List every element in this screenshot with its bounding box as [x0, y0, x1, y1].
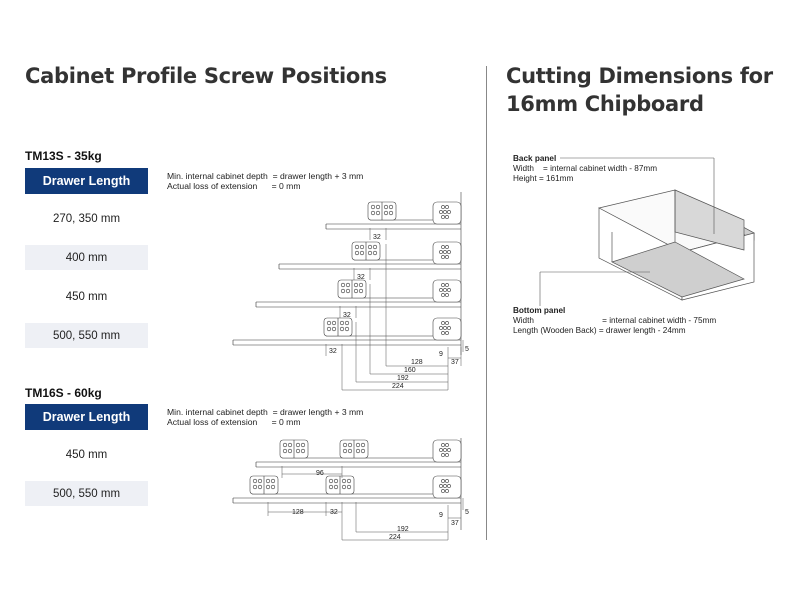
- dim-label: 192: [397, 375, 409, 382]
- table-header: Drawer Length: [25, 168, 148, 194]
- back-panel-width: Width = internal cabinet width - 87mm: [513, 164, 658, 173]
- spec-line: Min. internal cabinet depth = drawer len…: [167, 171, 364, 181]
- dim-label: 224: [389, 534, 401, 541]
- runner-rail-tm16s-450: [255, 439, 462, 468]
- dim-label: 32: [330, 509, 338, 516]
- spec-text-tm16s: Min. internal cabinet depth = drawer len…: [167, 407, 363, 427]
- dim-label: 32: [357, 274, 365, 281]
- table-row: 400 mm: [25, 245, 148, 270]
- dim-label: 160: [404, 367, 416, 374]
- bottom-panel-width: Width = internal cabinet width - 75mm: [513, 316, 717, 325]
- spec-line: Min. internal cabinet depth = drawer len…: [167, 407, 364, 417]
- model-label-tm13s: TM13S - 35kg: [25, 149, 102, 163]
- dim-label: 128: [411, 359, 423, 366]
- dim-label: 128: [292, 509, 304, 516]
- table-header: Drawer Length: [25, 404, 148, 430]
- runner-rail-500-550: [232, 317, 462, 346]
- dim-label: 32: [373, 234, 381, 241]
- page-title-cutting-dimensions: Cutting Dimensions for: [506, 64, 773, 88]
- table-row: 500, 550 mm: [25, 481, 148, 506]
- bottom-panel-title: Bottom panel: [513, 306, 566, 315]
- page-title-screw-positions: Cabinet Profile Screw Positions: [25, 64, 387, 88]
- section-divider: [486, 66, 487, 540]
- bottom-panel-length: Length (Wooden Back) = drawer length - 2…: [513, 326, 686, 335]
- dim-label: 9: [439, 512, 443, 519]
- table-row: 450 mm: [65, 290, 108, 303]
- model-label-tm16s: TM16S - 60kg: [25, 386, 102, 400]
- runner-rail-270-350: [325, 201, 462, 230]
- table-row: 500, 550 mm: [25, 323, 148, 348]
- back-panel-title: Back panel: [513, 154, 557, 163]
- bottom-panel-label: Bottom panel Width = internal cabinet wi…: [513, 306, 716, 336]
- page-title-cutting-dimensions-line2: 16mm Chipboard: [506, 92, 704, 116]
- dim-label: 192: [397, 526, 409, 533]
- dim-label: 32: [343, 312, 351, 319]
- spec-line: Actual loss of extension = 0 mm: [167, 181, 301, 191]
- table-row: 270, 350 mm: [52, 212, 121, 225]
- spec-text-tm13s: Min. internal cabinet depth = drawer len…: [167, 171, 363, 191]
- back-panel-height: Height = 161mm: [513, 174, 574, 183]
- runner-rail-tm16s-500-550: [232, 475, 462, 504]
- table-row: 450 mm: [65, 448, 108, 461]
- dim-label: 37: [451, 520, 459, 527]
- dim-label: 224: [392, 383, 404, 390]
- drawer-length-table-tm16s: Drawer Length 450 mm 500, 550 mm: [25, 404, 148, 506]
- dim-label: 37: [451, 359, 459, 366]
- dim-label: 32: [329, 348, 337, 355]
- spec-line: Actual loss of extension = 0 mm: [167, 417, 301, 427]
- back-panel-label: Back panel Width = internal cabinet widt…: [513, 154, 657, 184]
- runner-rail-400: [278, 241, 462, 270]
- dim-label: 96: [316, 470, 324, 477]
- drawer-isometric-diagram: [598, 189, 755, 301]
- runner-rail-450: [255, 279, 462, 308]
- dim-label: 9: [439, 351, 443, 358]
- dim-label: 5: [465, 346, 469, 353]
- dim-label: 5: [465, 509, 469, 516]
- drawer-length-table-tm13s: Drawer Length 270, 350 mm 400 mm 450 mm …: [25, 168, 148, 348]
